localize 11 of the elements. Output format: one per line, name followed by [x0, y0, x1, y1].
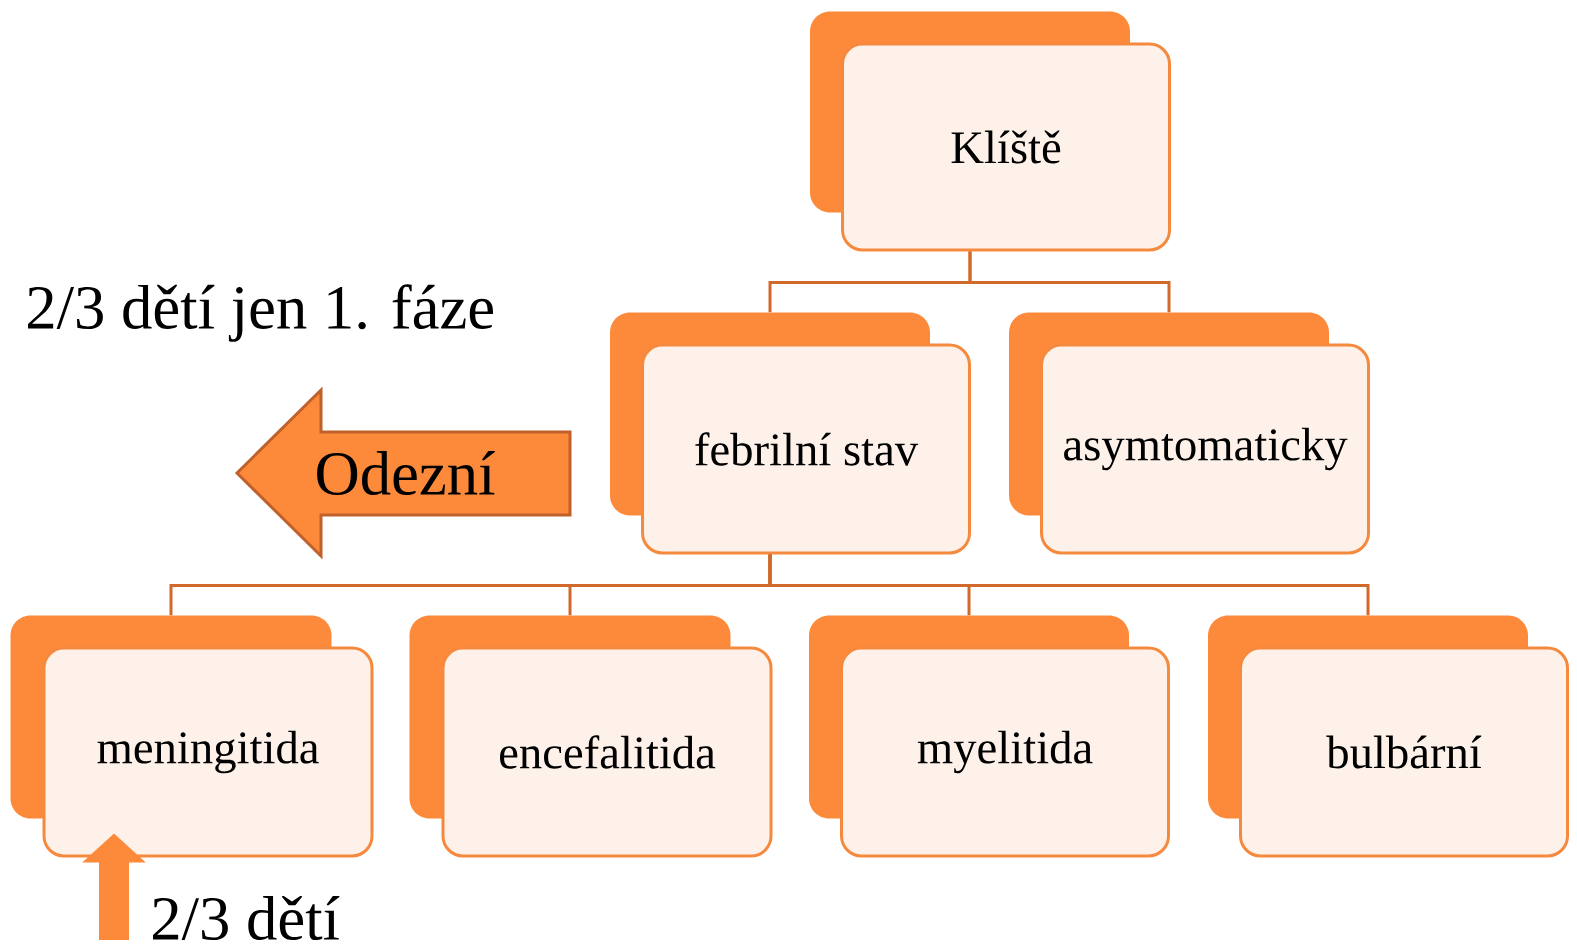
chart-box: asymtomaticky: [1009, 312, 1370, 555]
chart-box: encefalitida: [409, 615, 773, 858]
chart-box: meningitida: [10, 615, 374, 858]
note-text: 2/3 dětí: [153, 895, 340, 941]
note-text: 2/3 dětí jen 1. fáze: [28, 284, 493, 342]
chart-box: bulbární: [1208, 615, 1569, 858]
chart-box: febrilní stav: [610, 312, 971, 555]
connector-line: [768, 554, 1370, 616]
chart-box: myelitida: [809, 615, 1170, 858]
connector-line: [968, 251, 1171, 313]
chart-box: Klíště: [810, 11, 1171, 252]
